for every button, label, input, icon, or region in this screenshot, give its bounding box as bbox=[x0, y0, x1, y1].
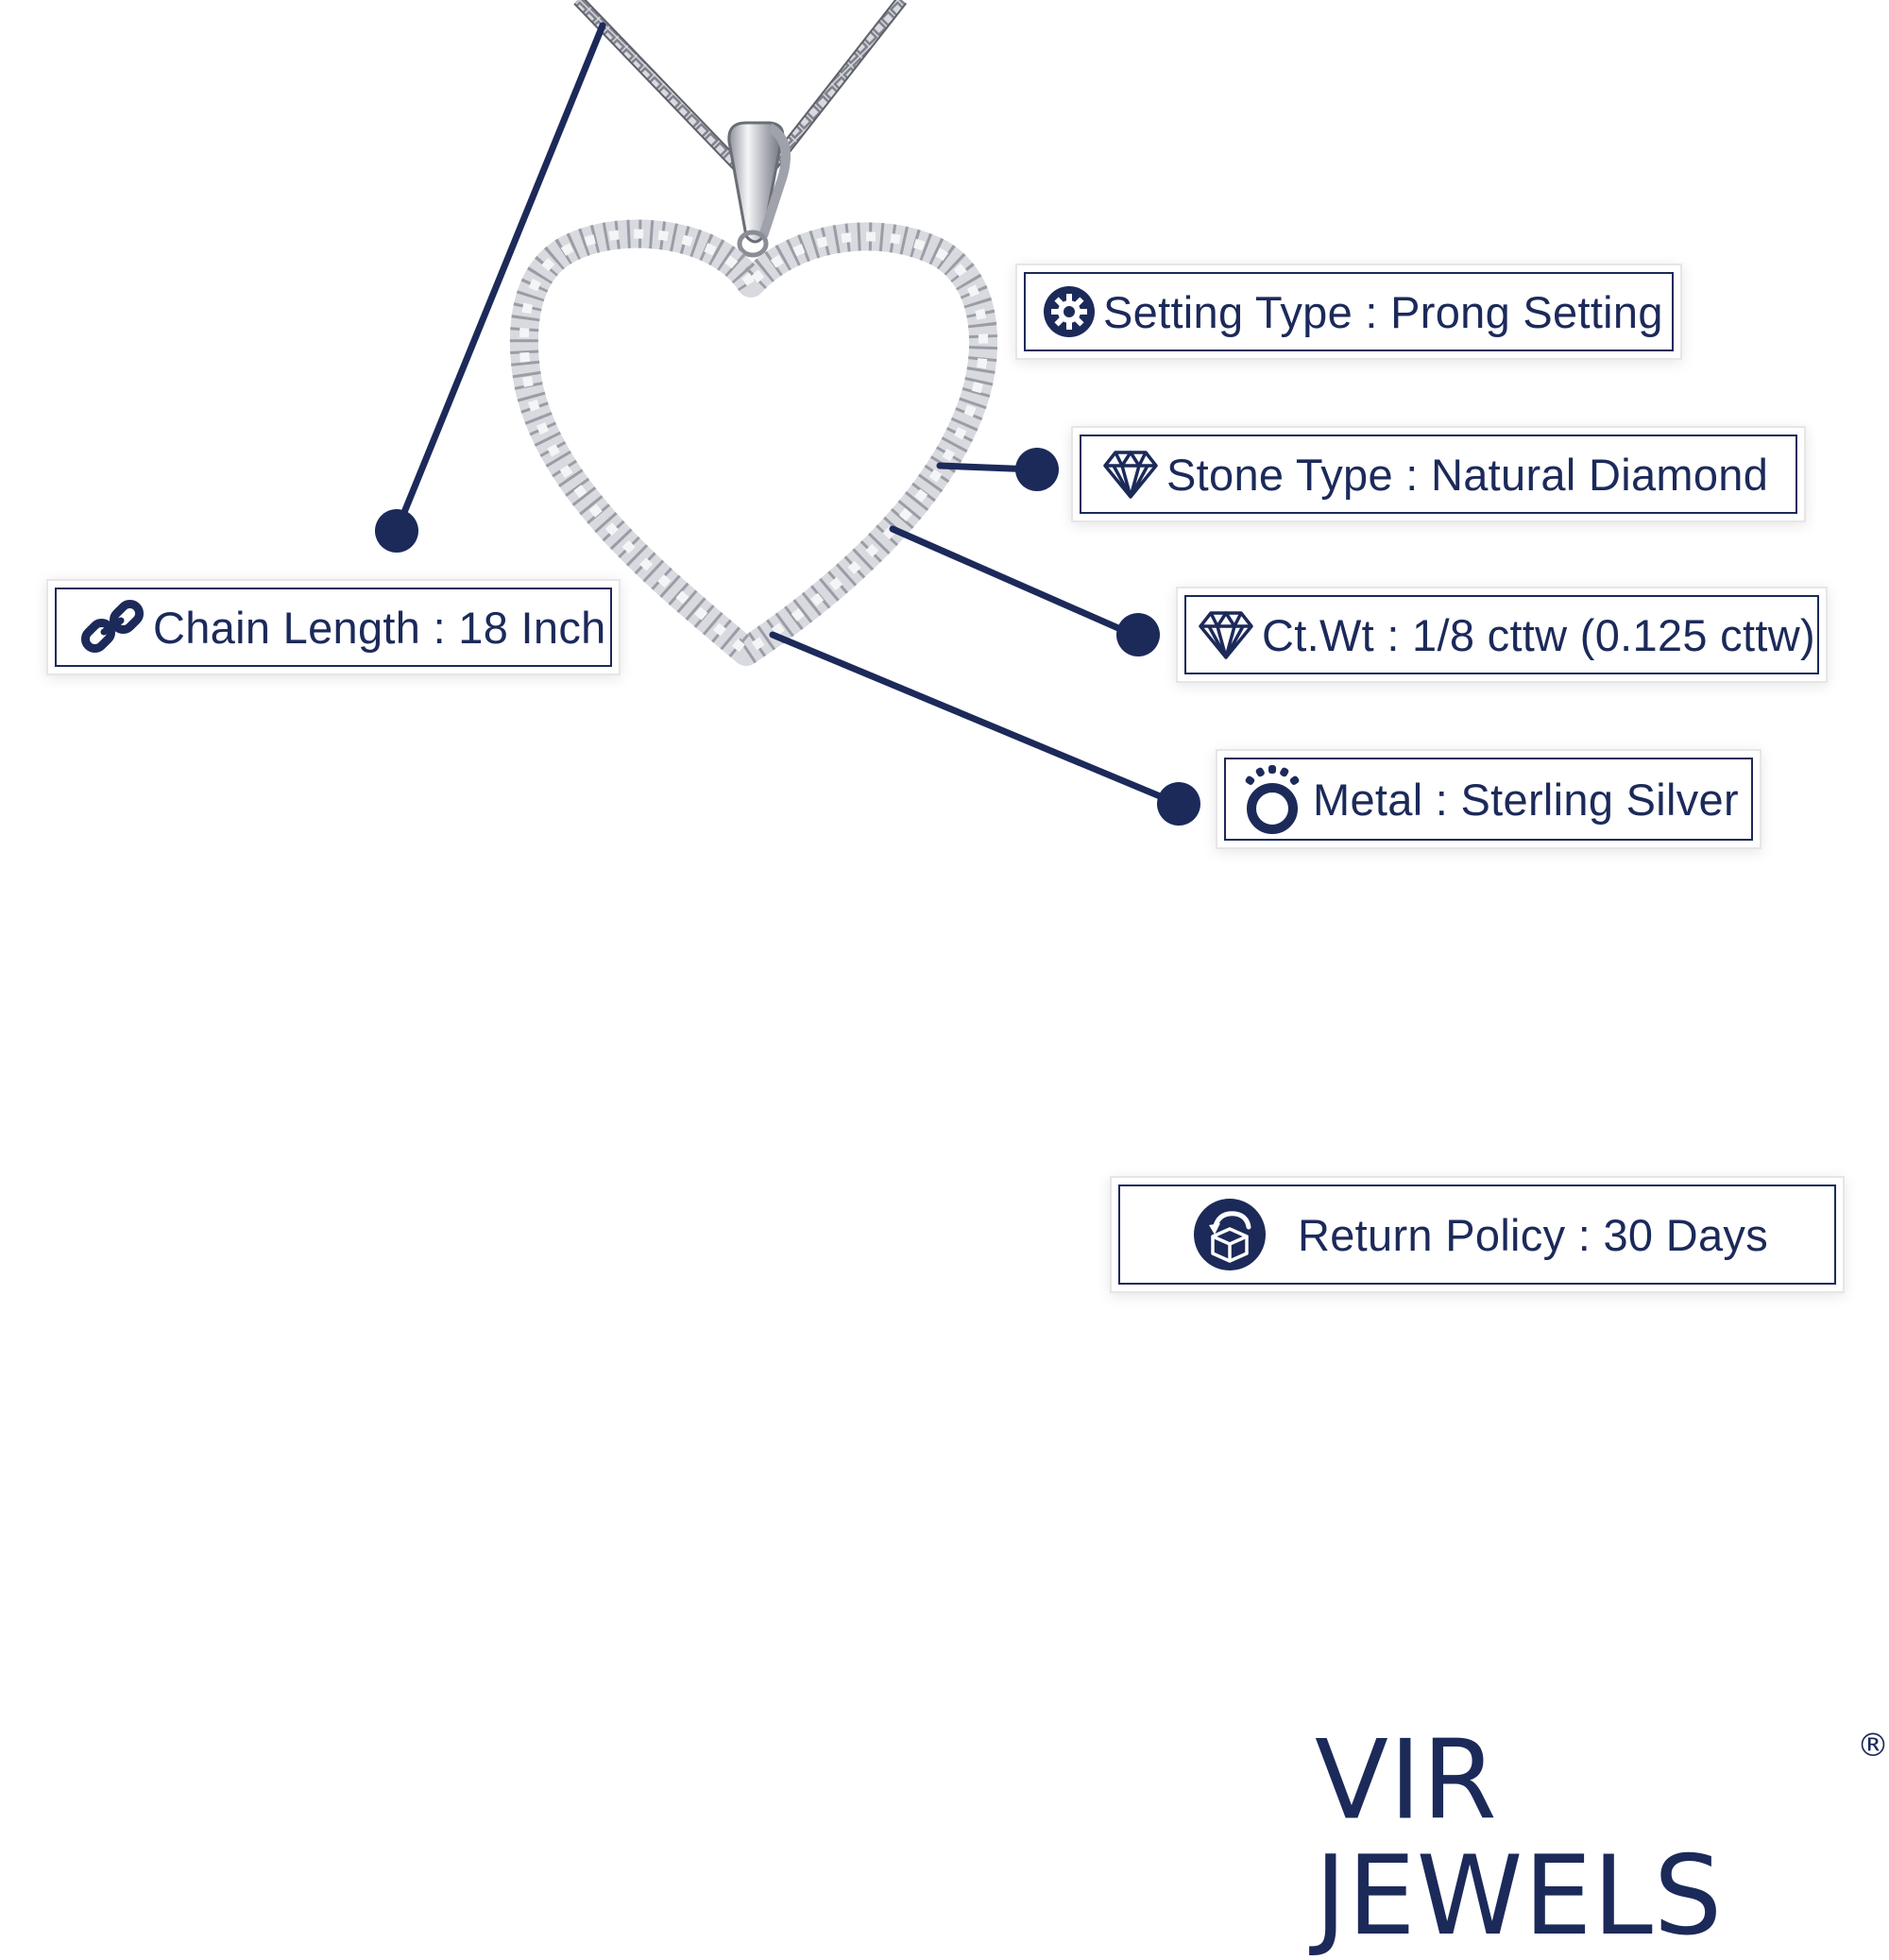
setting-type-label: Setting Type : Prong Setting bbox=[1024, 272, 1674, 351]
metal-text: Metal : Sterling Silver bbox=[1313, 774, 1739, 825]
stone-type-text: Stone Type : Natural Diamond bbox=[1166, 449, 1769, 500]
chain-length-text: Chain Length : 18 Inch bbox=[153, 602, 606, 653]
chain-length-label: Chain Length : 18 Inch bbox=[55, 588, 612, 667]
callout-dots bbox=[375, 448, 1200, 826]
metal-label: Metal : Sterling Silver bbox=[1224, 758, 1753, 841]
chain-link-icon bbox=[79, 598, 145, 656]
brand-name: VIR JEWELS bbox=[1315, 1715, 1724, 1960]
brand-logo: VIR JEWELS ® bbox=[1315, 1722, 1889, 1953]
carat-weight-label: Ct.Wt : 1/8 cttw (0.125 cttw) bbox=[1184, 595, 1819, 674]
heart-pendant bbox=[509, 219, 998, 666]
product-photo bbox=[375, 0, 1200, 826]
registered-mark: ® bbox=[1857, 1727, 1889, 1764]
diamond-icon bbox=[1198, 609, 1254, 660]
setting-type-text: Setting Type : Prong Setting bbox=[1103, 286, 1663, 337]
return-policy-label: Return Policy : 30 Days bbox=[1118, 1185, 1836, 1285]
callout-lines bbox=[393, 22, 1180, 807]
diamond-icon bbox=[1102, 449, 1159, 500]
necklace-chain bbox=[573, 0, 908, 178]
return-box-icon bbox=[1192, 1197, 1268, 1272]
carat-weight-text: Ct.Wt : 1/8 cttw (0.125 cttw) bbox=[1262, 609, 1815, 660]
stone-type-label: Stone Type : Natural Diamond bbox=[1080, 435, 1797, 514]
ring-icon bbox=[1239, 763, 1305, 835]
gear-icon bbox=[1043, 285, 1096, 338]
pendant-bail bbox=[727, 121, 791, 258]
return-policy-text: Return Policy : 30 Days bbox=[1298, 1209, 1768, 1260]
